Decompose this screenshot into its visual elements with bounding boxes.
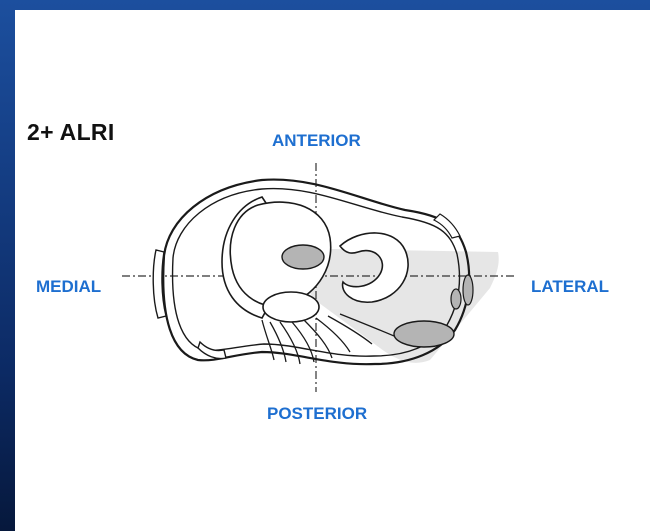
lateral-collateral-ligament — [463, 275, 473, 305]
posterolateral-structure — [394, 321, 454, 347]
acl-footprint — [282, 245, 324, 269]
popliteus-tendon — [451, 289, 461, 309]
medial-label: MEDIAL — [36, 277, 101, 297]
posteromedial-corner — [198, 342, 226, 359]
pcl-footprint — [263, 292, 319, 322]
posterior-label: POSTERIOR — [267, 404, 367, 424]
anterior-label: ANTERIOR — [272, 131, 361, 151]
lateral-label: LATERAL — [531, 277, 609, 297]
